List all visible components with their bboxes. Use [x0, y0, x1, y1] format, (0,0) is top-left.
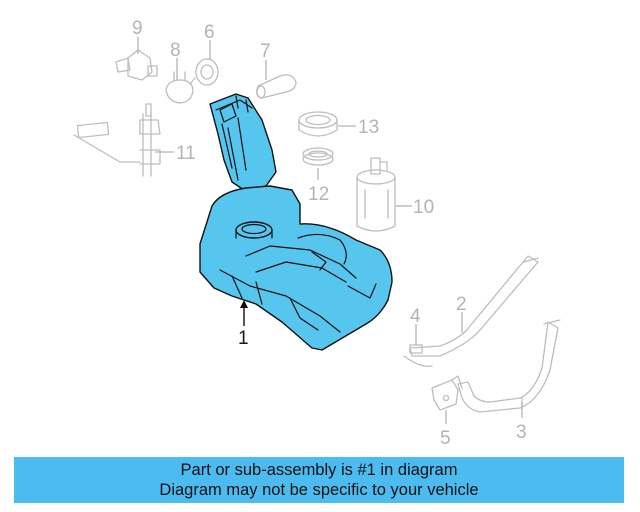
part-9-sensor [115, 37, 158, 81]
part-7-hose [256, 60, 297, 99]
callout-10: 10 [413, 197, 434, 218]
part-11-sender [73, 103, 174, 177]
part-12-seal [302, 147, 334, 180]
callout-6: 6 [204, 22, 215, 43]
callout-4: 4 [410, 306, 421, 327]
part-4-bolt [403, 324, 433, 367]
callout-13: 13 [358, 117, 379, 138]
callout-1: 1 [238, 328, 249, 349]
part-6-valve [189, 40, 219, 86]
callout-8: 8 [170, 40, 181, 61]
banner-line-1: Part or sub-assembly is #1 in diagram [180, 461, 458, 479]
banner-line-2: Diagram may not be specific to your vehi… [159, 481, 479, 499]
info-banner: Part or sub-assembly is #1 in diagram Di… [14, 457, 624, 503]
callout-5: 5 [440, 428, 451, 449]
callout-7: 7 [260, 41, 271, 62]
part-1-fuel-tank [199, 93, 393, 351]
callout-3: 3 [516, 422, 527, 443]
part-3-strap [457, 319, 561, 418]
part-2-strap [409, 255, 539, 357]
callout-12: 12 [308, 184, 329, 205]
callout-11: 11 [176, 143, 196, 164]
part-10-fuel-pump [356, 157, 412, 232]
part-5-bracket [431, 375, 463, 424]
callout-9: 9 [132, 18, 143, 39]
part-8-valve [165, 58, 194, 104]
callout-2: 2 [456, 294, 467, 315]
part-13-lock-ring [298, 111, 356, 137]
